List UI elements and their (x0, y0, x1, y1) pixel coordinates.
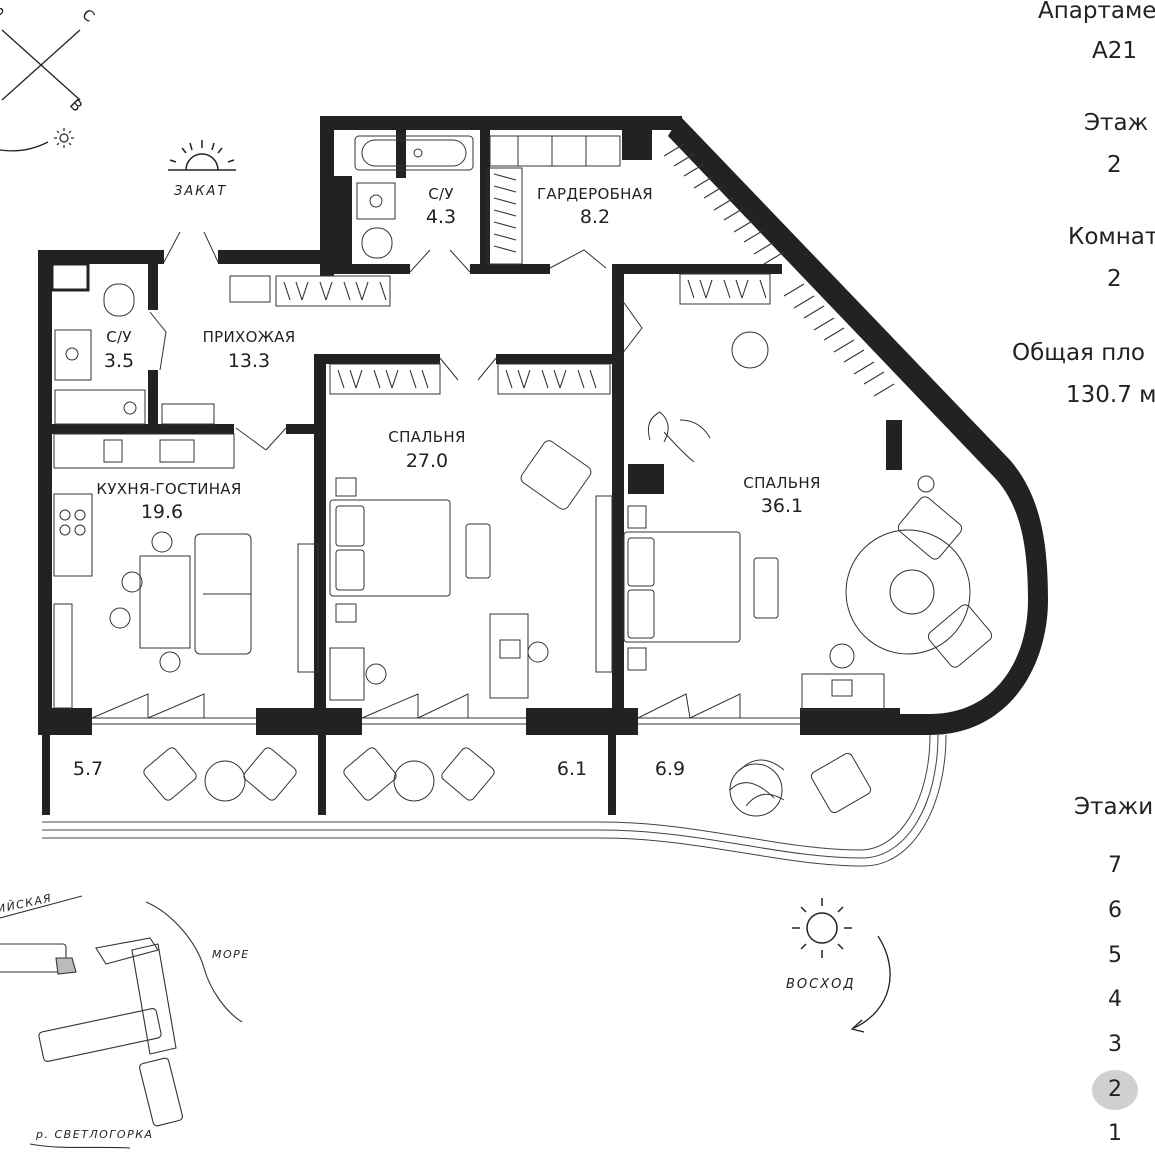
dining-table-icon (139, 555, 191, 649)
compass-west-label: З (0, 0, 8, 20)
armchair-icon (143, 747, 197, 801)
desk-icon (801, 673, 885, 711)
room-hall-area: 13.3 (228, 350, 270, 372)
armchair-icon (441, 747, 495, 801)
armchair-icon (897, 496, 963, 560)
plant-icon (729, 759, 785, 807)
compass (0, 29, 81, 152)
rooms-label: Комнат (1068, 224, 1155, 250)
room-bath2-name: С/У (428, 185, 454, 203)
fixtures (53, 135, 993, 817)
armchair-icon (243, 747, 297, 801)
rooms-value: 2 (1107, 266, 1122, 292)
toilet-icon (361, 227, 393, 259)
floor-value: 2 (1107, 152, 1122, 178)
room-kitchen-name: КУХНЯ-ГОСТИНАЯ (96, 480, 241, 498)
sunset-label: ЗАКАТ (174, 184, 227, 199)
area-value: 130.7 м (1066, 382, 1155, 408)
floor-option-5[interactable]: 5 (1108, 943, 1122, 968)
wardrobe-hatch (283, 143, 895, 397)
sunset-icon (168, 140, 236, 171)
area-label: Общая пло (1012, 340, 1146, 366)
room-bath1-name: С/У (106, 328, 132, 346)
washing-machine-icon (123, 401, 137, 415)
room-bedroom2-area: 36.1 (761, 495, 803, 517)
compass-east-label: В (66, 96, 86, 116)
floor-option-4[interactable]: 4 (1108, 987, 1122, 1012)
rug-icon (845, 529, 971, 655)
room-bath1-area: 3.5 (104, 350, 134, 372)
compass-north-label: С (79, 5, 99, 26)
floor-option-2-selected[interactable]: 2 (1092, 1070, 1138, 1110)
sink-icon (54, 329, 92, 381)
balcony-area: 6.1 (557, 758, 587, 780)
floors-title: Этажи (1074, 794, 1154, 820)
apartment-label: Апартаме (1038, 0, 1155, 24)
balcony-area: 6.9 (655, 758, 685, 780)
apartment-value: А21 (1092, 38, 1138, 64)
room-bedroom2-name: СПАЛЬНЯ (743, 474, 820, 492)
sun-small-icon (54, 128, 74, 148)
terrace-outline (42, 734, 947, 867)
balcony-area: 5.7 (73, 758, 103, 780)
doors-windows (91, 231, 800, 725)
room-hall-name: ПРИХОЖАЯ (203, 328, 296, 346)
room-wardrobe-name: ГАРДЕРОБНАЯ (537, 185, 653, 203)
floor-option-1[interactable]: 1 (1108, 1121, 1122, 1146)
sunrise-label: ВОСХОД (786, 977, 856, 992)
floor-option-6[interactable]: 6 (1108, 898, 1122, 923)
sink-icon (356, 182, 396, 220)
balcony-furniture (143, 747, 872, 814)
room-kitchen-area: 19.6 (141, 501, 183, 523)
map-river-label: р. СВЕТЛОГОРКА (35, 1128, 154, 1141)
bed-icon (329, 499, 451, 597)
room-bath2-area: 4.3 (426, 206, 456, 228)
sunrise-icon (792, 898, 852, 958)
map-street-label: ИЙСКАЯ (0, 891, 54, 915)
toilet-icon (103, 283, 135, 317)
room-wardrobe-area: 8.2 (580, 206, 610, 228)
desk-icon (489, 613, 529, 699)
location-map (0, 895, 243, 1149)
plant-icon (647, 411, 711, 463)
room-bedroom1-name: СПАЛЬНЯ (388, 428, 465, 446)
bed-icon (623, 531, 741, 643)
armchair-icon (927, 604, 993, 668)
bathtub-icon (354, 135, 474, 171)
floor-option-3[interactable]: 3 (1108, 1032, 1122, 1057)
floor-option-7[interactable]: 7 (1108, 853, 1122, 878)
room-bedroom1-area: 27.0 (406, 450, 448, 472)
round-table-icon (731, 331, 769, 369)
map-sea-label: МОРЕ (212, 948, 250, 961)
armchair-icon (810, 752, 872, 814)
cooktop-icon (53, 493, 93, 577)
armchair-icon (520, 440, 592, 510)
building-highlight (55, 957, 77, 975)
sun-path-arrow-icon (850, 935, 891, 1033)
walls (38, 116, 1048, 815)
armchair-icon (343, 747, 397, 801)
floor-label: Этаж (1084, 110, 1149, 136)
